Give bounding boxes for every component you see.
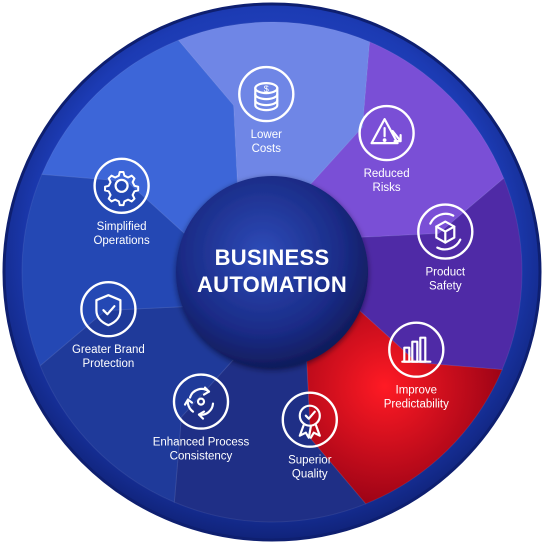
segment-label-line: Enhanced Process [153, 437, 250, 449]
icon-glyph [183, 386, 215, 420]
gear-icon [93, 157, 150, 215]
segment-label-line: Safety [429, 281, 462, 293]
bar-chart-icon [388, 321, 445, 378]
cycle-arrows-icon [172, 373, 230, 430]
icon-ring [388, 321, 445, 378]
icon-ring [93, 157, 150, 215]
segment-label-line: Operations [93, 235, 150, 247]
icon-glyph [95, 294, 122, 327]
segment-label-line: Improve [396, 385, 438, 397]
icon-ring [417, 203, 474, 260]
box-cycle-icon [417, 203, 474, 260]
segment-label-line: Lower [251, 129, 282, 141]
warning-triangle-icon [358, 104, 415, 162]
shield-check-icon [80, 281, 137, 338]
center-title-line2: AUTOMATION [197, 272, 347, 297]
icon-glyph [370, 118, 402, 145]
segment-label-line: Quality [292, 469, 328, 481]
svg-text:$: $ [264, 84, 269, 94]
segment-label-line: Greater Brand [72, 344, 145, 356]
icon-ring [358, 104, 415, 162]
segments-group: $ LowerCostsReducedRisksProductSafetyImpr… [21, 21, 523, 523]
segment-label-line: Protection [83, 358, 135, 370]
icon-ring [80, 281, 137, 338]
segment-label-line: Predictability [384, 399, 449, 411]
segment-label-line: Reduced [364, 168, 410, 180]
icon-glyph: $ [254, 81, 279, 112]
segment-label-line: Product [425, 267, 465, 279]
coins-icon: $ [238, 65, 295, 123]
icon-ring [172, 373, 230, 430]
center-title-line1: BUSINESS [215, 245, 330, 270]
icon-ring [238, 65, 295, 123]
icon-glyph [401, 336, 432, 363]
segment-label-line: Superior [288, 455, 332, 467]
segment-label-line: Risks [373, 182, 401, 194]
icon-glyph [298, 404, 321, 439]
icon-glyph [104, 170, 140, 207]
award-badge-icon [281, 391, 338, 448]
icon-ring [281, 391, 338, 448]
icon-glyph [429, 212, 462, 251]
center-disc [176, 176, 368, 368]
segment-label-line: Simplified [97, 221, 147, 233]
segment-label-line: Consistency [170, 451, 233, 463]
segment-label-line: Costs [252, 143, 282, 155]
